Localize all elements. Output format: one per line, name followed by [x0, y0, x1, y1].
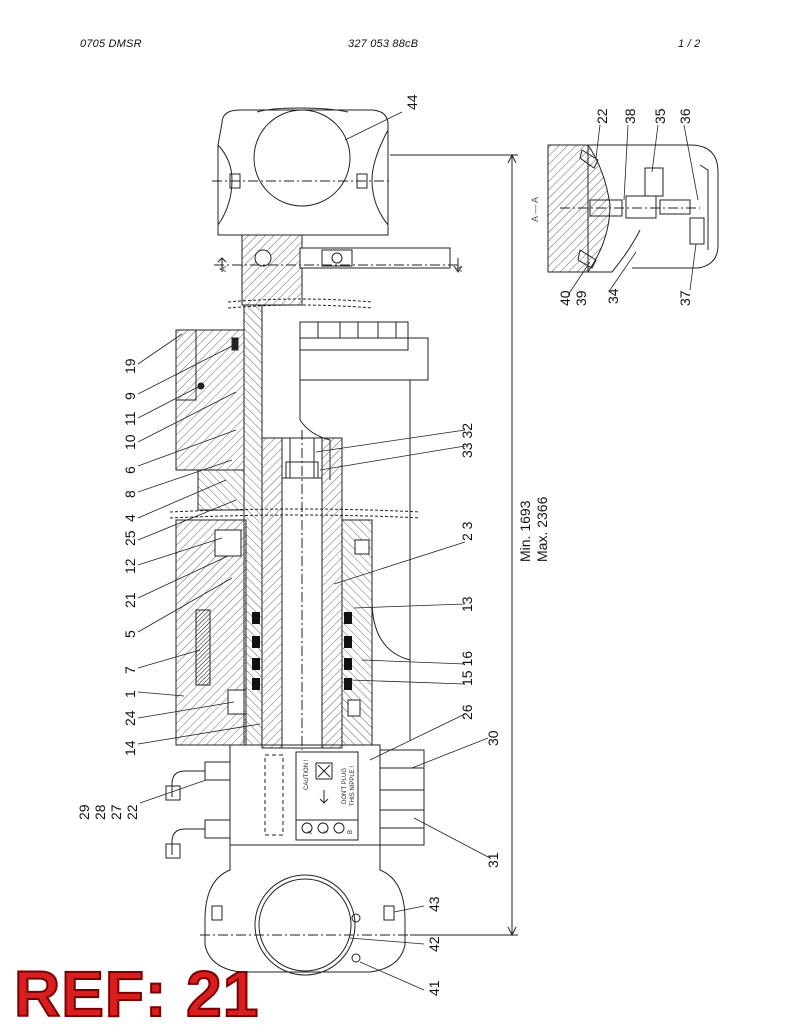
bottom-manifold [229, 744, 425, 846]
port-y-label: Y [324, 830, 330, 834]
section-a-a-detail [547, 144, 719, 273]
part-9-label: 9 [122, 392, 138, 400]
part-7-label: 7 [122, 666, 138, 674]
ref-stamp: REF: 21 [13, 958, 260, 1030]
part-26-label: 26 [459, 704, 475, 720]
part-43-label: 43 [426, 896, 442, 912]
bottom-clevis-eye [200, 845, 412, 976]
part-31-label: 31 [485, 852, 501, 868]
port-a-label: A [308, 830, 314, 834]
part-35-label: 35 [652, 108, 668, 124]
part-33-32-label: 33 32 [459, 423, 475, 458]
part-19-label: 19 [122, 358, 138, 374]
part-36-label: 36 [677, 108, 693, 124]
part-6-label: 6 [122, 466, 138, 474]
right-barrel-wall [341, 519, 411, 746]
dimension-min: Min. 1693 [517, 500, 533, 562]
cylinder-barrel [175, 329, 247, 746]
plate-dont-plug-text: DON'T PLUG [342, 768, 348, 804]
section-mark-right: A [454, 266, 464, 272]
part-22-label: 22 [124, 804, 140, 820]
part-38-label: 38 [622, 108, 638, 124]
section-a-a-title: A — A [530, 197, 540, 222]
part-42-label: 42 [426, 936, 442, 952]
port-b-label: B [348, 830, 354, 834]
part-39-label: 39 [573, 290, 589, 306]
header-page-number: 1 / 2 [678, 38, 701, 50]
part-44-label: 44 [404, 94, 420, 110]
part-14-label: 14 [122, 740, 138, 756]
section-mark-left: A [218, 266, 228, 272]
part-27-label: 27 [108, 804, 124, 820]
part-11-label: 11 [122, 411, 138, 426]
part-25-label: 25 [122, 530, 138, 546]
header-part-number: 327 053 88cB [348, 38, 419, 50]
hydraulic-fittings [165, 761, 231, 859]
part-2-3-label: 2 3 [459, 521, 475, 541]
dimension-max: Max. 2366 [534, 496, 550, 562]
piston-seals [252, 612, 352, 690]
leader-lines [137, 111, 699, 991]
plate-caution-text: CAUTION ! [304, 759, 310, 790]
part-37-label: 37 [677, 290, 693, 306]
header-doc-code: 0705 DMSR [80, 38, 142, 50]
part-13-label: 13 [459, 596, 475, 612]
part-41-label: 41 [426, 980, 442, 996]
part-4-label: 4 [122, 514, 138, 522]
part-30-label: 30 [485, 730, 501, 746]
part-10-label: 10 [122, 434, 138, 450]
part-8-label: 8 [122, 490, 138, 498]
part-34-label: 34 [605, 288, 621, 304]
part-1-label: 1 [122, 690, 138, 698]
part-29-label: 29 [76, 804, 92, 820]
part-24-label: 24 [122, 710, 138, 726]
part-5-label: 5 [122, 630, 138, 638]
part-12-label: 12 [122, 558, 138, 574]
part-28-label: 28 [92, 804, 108, 820]
plate-nipple-text: THIS NIPPLE ! [350, 766, 356, 806]
part-15-16-label: 15 16 [459, 651, 475, 686]
upper-rod-housing [214, 234, 463, 306]
length-dimension-line [390, 153, 518, 937]
top-clevis-eye [212, 107, 390, 236]
part-21-label: 21 [122, 592, 138, 608]
part-40-label: 40 [557, 290, 573, 306]
part-22-section-label: 22 [594, 108, 610, 124]
